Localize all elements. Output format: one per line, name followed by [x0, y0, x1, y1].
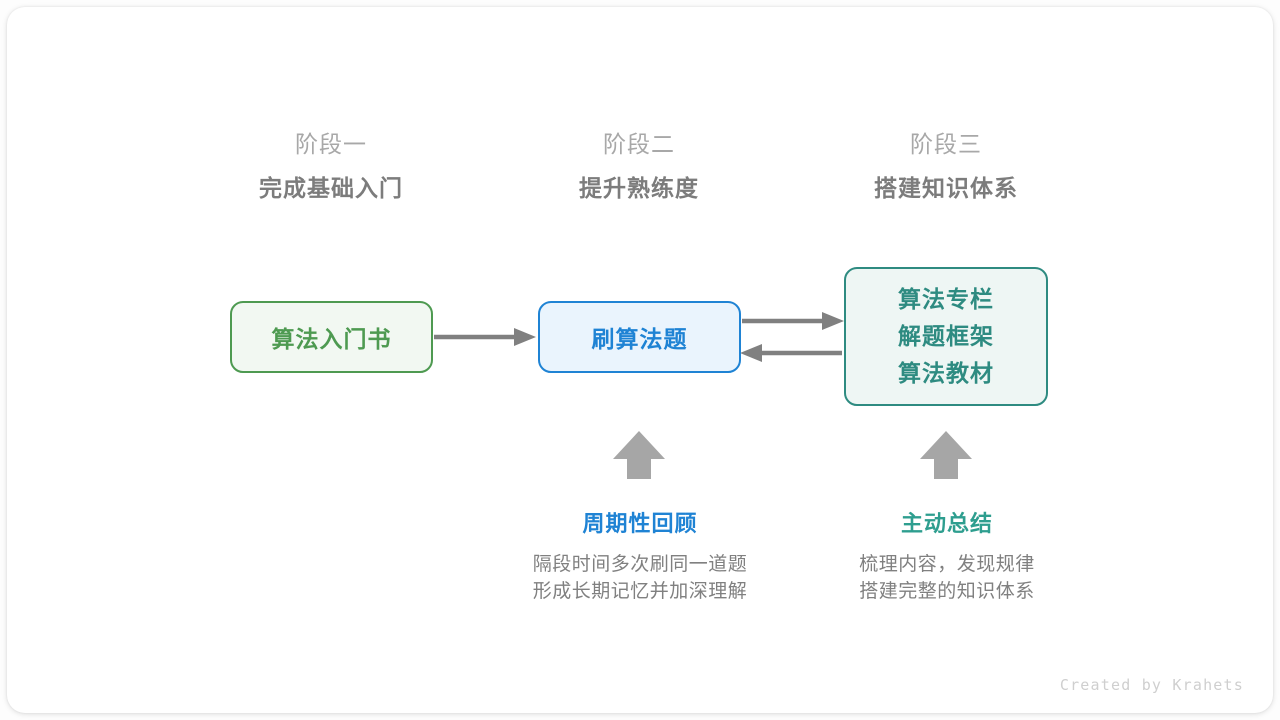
note-summary-body-line-2: 搭建完整的知识体系: [859, 581, 1035, 602]
node-algorithm-intro-book[interactable]: 算法入门书: [230, 301, 433, 373]
stage-title-1: 完成基础入门: [259, 175, 403, 201]
stage-number-1: 阶段一: [295, 131, 367, 157]
stage-title-3: 搭建知识体系: [874, 175, 1018, 201]
note-active-summary: 主动总结 梳理内容，发现规律 搭建完整的知识体系: [797, 509, 1097, 605]
credit-label: Created by Krahets: [1059, 676, 1244, 694]
note-summary-body-line-1: 梳理内容，发现规律: [859, 554, 1035, 575]
stage-header-2: 阶段二 提升熟练度: [509, 129, 769, 205]
note-review-body: 隔段时间多次刷同一道题 形成长期记忆并加深理解: [490, 551, 790, 605]
note-summary-body: 梳理内容，发现规律 搭建完整的知识体系: [797, 551, 1097, 605]
node-practice-line-1: 刷算法题: [591, 326, 688, 352]
stage-number-2: 阶段二: [603, 131, 675, 157]
stage-header-1: 阶段一 完成基础入门: [201, 129, 461, 205]
note-summary-title: 主动总结: [900, 511, 993, 536]
stage-header-3: 阶段三 搭建知识体系: [816, 129, 1076, 205]
note-periodic-review: 周期性回顾 隔段时间多次刷同一道题 形成长期记忆并加深理解: [490, 509, 790, 605]
node-knowledge-resources[interactable]: 算法专栏 解题框架 算法教材: [844, 267, 1048, 406]
node-book-line-1: 算法入门书: [271, 326, 392, 352]
node-resources-line-3: 算法教材: [898, 360, 994, 386]
note-review-body-line-1: 隔段时间多次刷同一道题: [532, 554, 748, 575]
note-review-title: 周期性回顾: [582, 511, 698, 536]
node-resources-line-1: 算法专栏: [898, 286, 994, 312]
node-practice-problems[interactable]: 刷算法题: [538, 301, 741, 373]
stage-number-3: 阶段三: [910, 131, 982, 157]
node-resources-line-2: 解题框架: [898, 323, 994, 349]
stage-title-2: 提升熟练度: [579, 175, 699, 201]
note-review-body-line-2: 形成长期记忆并加深理解: [532, 581, 748, 602]
